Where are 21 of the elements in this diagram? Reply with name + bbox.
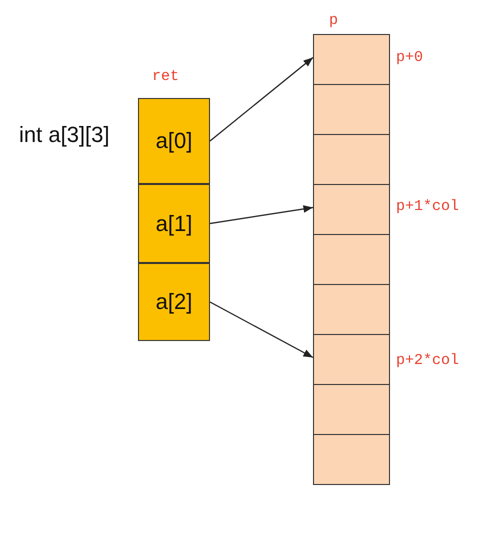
pointer-label: p (329, 13, 338, 28)
memory-cell (313, 334, 390, 385)
offset-label: p+0 (396, 50, 424, 65)
memory-cell (313, 134, 390, 185)
memory-cell (313, 34, 390, 85)
memory-cell (313, 234, 390, 285)
memory-cell (313, 384, 390, 435)
memory-cell (313, 184, 390, 235)
memory-cell: a[2] (138, 263, 210, 341)
offset-label: p+1*col (396, 199, 460, 214)
arrow (210, 57, 314, 142)
declaration-label: int a[3][3] (19, 124, 110, 146)
memory-cell: a[0] (138, 98, 210, 184)
memory-cell (313, 284, 390, 335)
arrow (210, 301, 314, 358)
arrow (210, 205, 314, 224)
offset-label: p+2*col (396, 353, 460, 368)
memory-cell (313, 434, 390, 485)
memory-cell (313, 84, 390, 135)
memory-cell: a[1] (138, 184, 210, 263)
variable-label: ret (152, 69, 180, 84)
